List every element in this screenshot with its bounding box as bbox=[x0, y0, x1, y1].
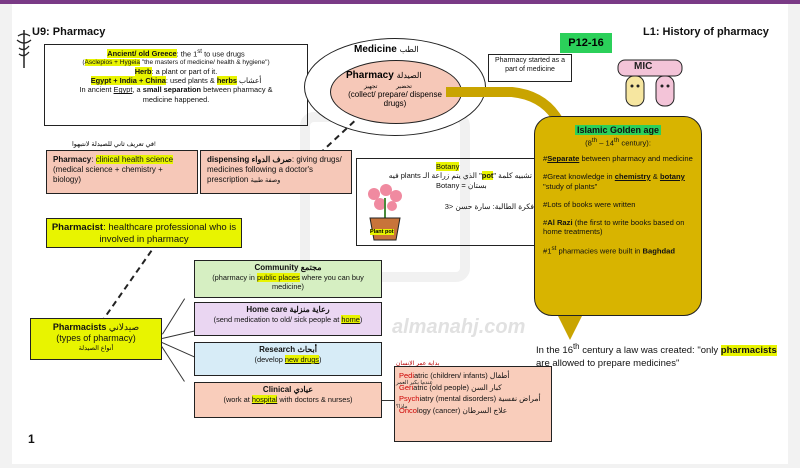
mic-label: MIC bbox=[634, 61, 653, 72]
pharmacists-types-box: Pharmacists صيدلاني (types of pharmacy) … bbox=[30, 318, 162, 360]
lesson-title: L1: History of pharmacy bbox=[643, 26, 769, 38]
research-box: Research أبحاث (develop new drugs) bbox=[194, 342, 382, 376]
pharmacy-definition-box: Pharmacy: clinical health science (medic… bbox=[46, 150, 198, 194]
ar-note: في تعريف ثاني للصيدلة لانتبهوا! bbox=[72, 141, 156, 148]
pharmacy-ar-ready: تجهيز bbox=[364, 84, 378, 90]
dispensing-box: dispensing صرف الدواء: giving drugs/ med… bbox=[200, 150, 352, 194]
pharmacy-actions: (collect/ prepare/ dispense drugs) bbox=[348, 90, 442, 109]
unit-title: U9: Pharmacy bbox=[32, 26, 106, 38]
branch-line bbox=[162, 298, 186, 335]
community-box: Community مجتمع (pharmacy in public plac… bbox=[194, 260, 382, 298]
list-item: Oncology (cancer) علاج السرطان bbox=[399, 405, 508, 415]
worksheet-page: U9: Pharmacy L1: History of pharmacy P12… bbox=[12, 4, 788, 464]
pharmacist-definition: Pharmacist: healthcare professional who … bbox=[46, 218, 242, 248]
caduceus-icon bbox=[16, 30, 32, 68]
pharmacy-inner-title: Pharmacy الصيدلة bbox=[346, 70, 422, 81]
pharmacy-oval bbox=[330, 60, 462, 124]
watermark-text: almanahj.com bbox=[392, 316, 526, 338]
homecare-box: Home care رعاية منزلية (send medication … bbox=[194, 302, 382, 336]
botany-box: Botany تشبيه كلمة "pot" الذي يتم زراعة ا… bbox=[356, 158, 540, 246]
clinical-box: Clinical عيادي (work at hospital with do… bbox=[194, 382, 382, 418]
list-item: Geriatric (old people) كبار السن bbox=[399, 382, 502, 392]
top-color-bar bbox=[0, 0, 800, 4]
clinical-note-ar: بداية عمر الإنسان bbox=[396, 361, 440, 367]
islamic-golden-age-box: Islamic Golden age (8th – 14th century):… bbox=[534, 116, 702, 316]
list-item: Psychiatry (mental disorders) أمراض نفسي… bbox=[399, 394, 541, 404]
ancient-greece-box: Ancient/ old Greece: the 1st to use drug… bbox=[44, 44, 308, 126]
medicine-title: Medicine الطب bbox=[354, 44, 419, 55]
list-item: Pediatric (children/ infants) أطفال bbox=[399, 371, 510, 380]
clinical-specialties-list: Pediatric (children/ infants) أطفال Geri… bbox=[394, 366, 552, 442]
pharmacy-ar-prepare: تحضير bbox=[396, 84, 412, 90]
clinical-note-ar3: ماذا؟ bbox=[396, 404, 408, 410]
pages-badge: P12-16 bbox=[560, 33, 612, 53]
clinical-arrow bbox=[382, 400, 394, 401]
mic-cartoon-icon bbox=[617, 59, 683, 107]
page-number: 1 bbox=[28, 432, 35, 446]
started-note: Pharmacy started as a part of medicine bbox=[488, 54, 572, 82]
law-text: In the 16th century a law was created: "… bbox=[536, 342, 777, 369]
clinical-note-ar2: عندما يكبر العمر bbox=[396, 380, 433, 386]
pot-label: Plant pot bbox=[370, 229, 394, 235]
